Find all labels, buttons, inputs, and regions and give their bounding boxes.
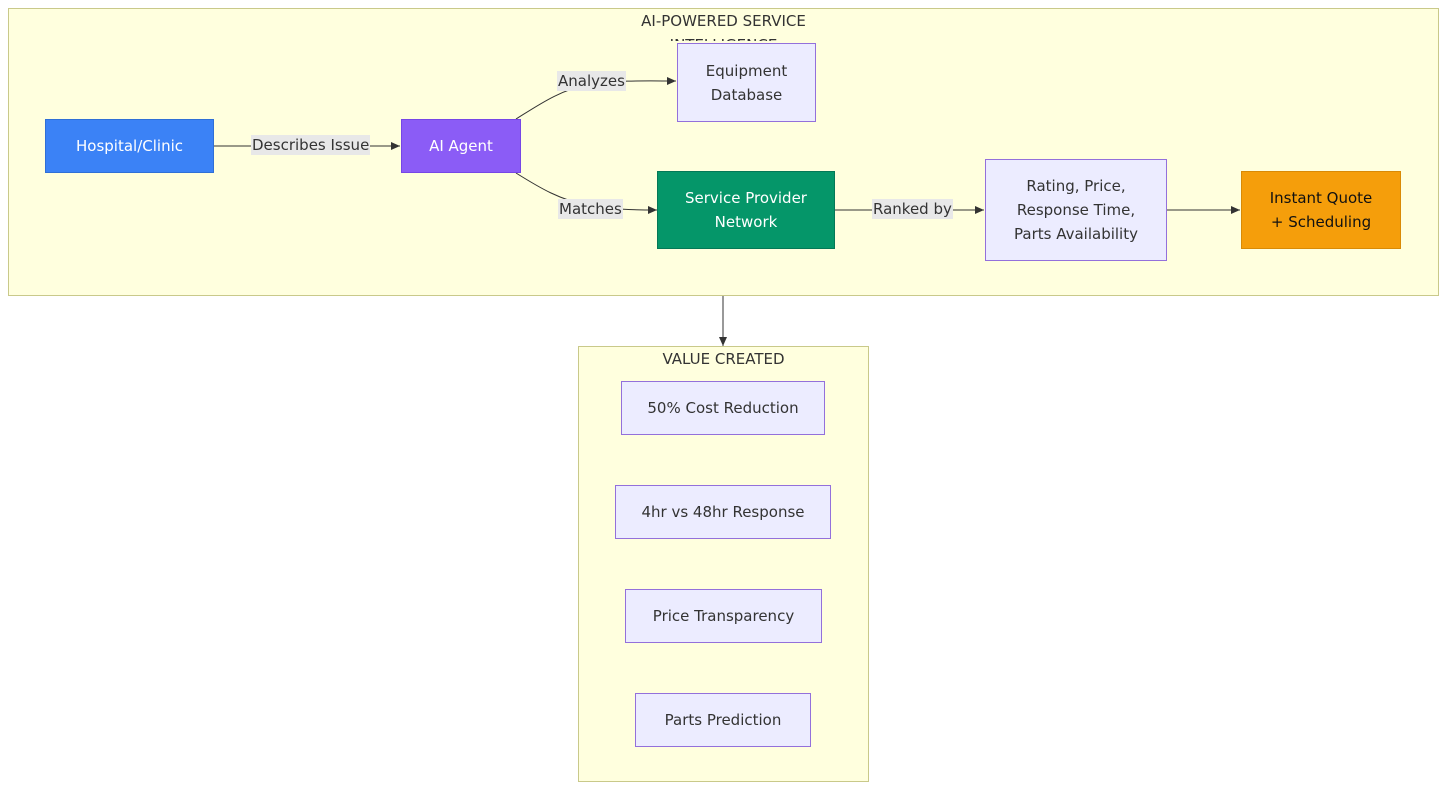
node-instant-quote-scheduling: Instant Quote + Scheduling bbox=[1241, 171, 1401, 249]
cluster-title-value-created: VALUE CREATED bbox=[662, 350, 785, 368]
node-ai-agent: AI Agent bbox=[401, 119, 521, 173]
edge-label-matches: Matches bbox=[558, 199, 623, 219]
node-ranking-criteria: Rating, Price, Response Time, Parts Avai… bbox=[985, 159, 1167, 261]
edge-label-analyzes: Analyzes bbox=[557, 71, 626, 91]
edge-label-describes-issue: Describes Issue bbox=[251, 135, 371, 155]
node-service-provider-network: Service Provider Network bbox=[657, 171, 835, 249]
cluster-title-ai-service-intelligence: AI-POWERED SERVICE INTELLIGENCE bbox=[641, 12, 806, 41]
node-price-transparency: Price Transparency bbox=[625, 589, 822, 643]
node-hospital-clinic: Hospital/Clinic bbox=[45, 119, 214, 173]
node-response-time: 4hr vs 48hr Response bbox=[615, 485, 831, 539]
node-cost-reduction: 50% Cost Reduction bbox=[621, 381, 825, 435]
edge-label-ranked-by: Ranked by bbox=[872, 199, 953, 219]
node-parts-prediction: Parts Prediction bbox=[635, 693, 811, 747]
node-equipment-database: Equipment Database bbox=[677, 43, 816, 122]
